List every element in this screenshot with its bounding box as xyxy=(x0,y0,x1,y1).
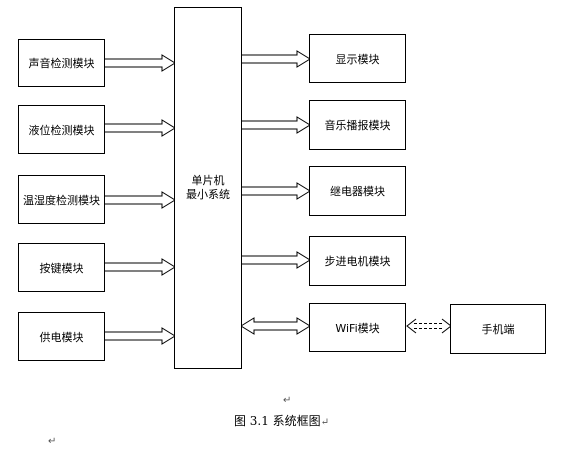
caption-paragraph-mark: ↵ xyxy=(320,417,330,428)
output-module-relay-label: 继电器模块 xyxy=(330,185,385,198)
arrow-level-to-mcu xyxy=(103,119,176,137)
output-module-stepper-motor-label: 步进电机模块 xyxy=(324,255,391,268)
output-module-display-label: 显示模块 xyxy=(335,52,380,66)
output-module-music-label: 音乐播报模块 xyxy=(324,119,391,132)
output-module-wifi-label: WiFi模块 xyxy=(335,321,380,335)
input-module-liquid-level: 液位检测模块 xyxy=(18,105,105,154)
output-module-music: 音乐播报模块 xyxy=(309,100,406,150)
paragraph-mark-bottom: ↵ xyxy=(48,436,57,447)
arrow-mcu-to-relay xyxy=(240,182,311,200)
arrow-sound-to-mcu xyxy=(103,54,176,72)
output-module-stepper-motor: 步进电机模块 xyxy=(309,236,406,286)
paragraph-mark: ↵ xyxy=(283,395,292,406)
input-module-keys-label: 按键模块 xyxy=(39,261,84,275)
input-module-temperature-humidity: 温湿度检测模块 xyxy=(18,175,105,224)
input-module-sound: 声音检测模块 xyxy=(18,39,105,87)
input-module-liquid-level-label: 液位检测模块 xyxy=(28,123,95,137)
input-module-sound-label: 声音检测模块 xyxy=(28,57,95,70)
arrow-temp-to-mcu xyxy=(103,191,176,209)
arrow-power-to-mcu xyxy=(103,327,176,345)
mcu-label-line1: 单片机 xyxy=(191,174,225,187)
figure-caption-text: 图 3.1 系统框图 xyxy=(233,414,321,428)
arrow-key-to-mcu xyxy=(103,258,176,276)
output-module-relay: 继电器模块 xyxy=(309,166,406,216)
phone-terminal: 手机端 xyxy=(450,304,546,354)
input-module-temperature-humidity-label: 温湿度检测模块 xyxy=(23,193,100,207)
mcu-minimum-system: 单片机 最小系统 xyxy=(174,7,242,369)
arrow-mcu-to-stepper xyxy=(240,251,311,269)
input-module-power: 供电模块 xyxy=(18,312,105,361)
input-module-power-label: 供电模块 xyxy=(39,330,84,344)
output-module-display: 显示模块 xyxy=(309,34,406,83)
output-module-wifi: WiFi模块 xyxy=(309,303,406,352)
arrow-mcu-to-music xyxy=(240,116,311,134)
mcu-label-line2: 最小系统 xyxy=(186,188,230,201)
arrow-mcu-wifi-bidirectional xyxy=(240,317,311,335)
input-module-keys: 按键模块 xyxy=(18,243,105,292)
figure-caption: 图 3.1 系统框图↵ xyxy=(0,412,563,429)
dashed-arrow-wifi-phone xyxy=(406,318,452,334)
arrow-mcu-to-display xyxy=(240,50,311,68)
phone-terminal-label: 手机端 xyxy=(481,323,515,336)
